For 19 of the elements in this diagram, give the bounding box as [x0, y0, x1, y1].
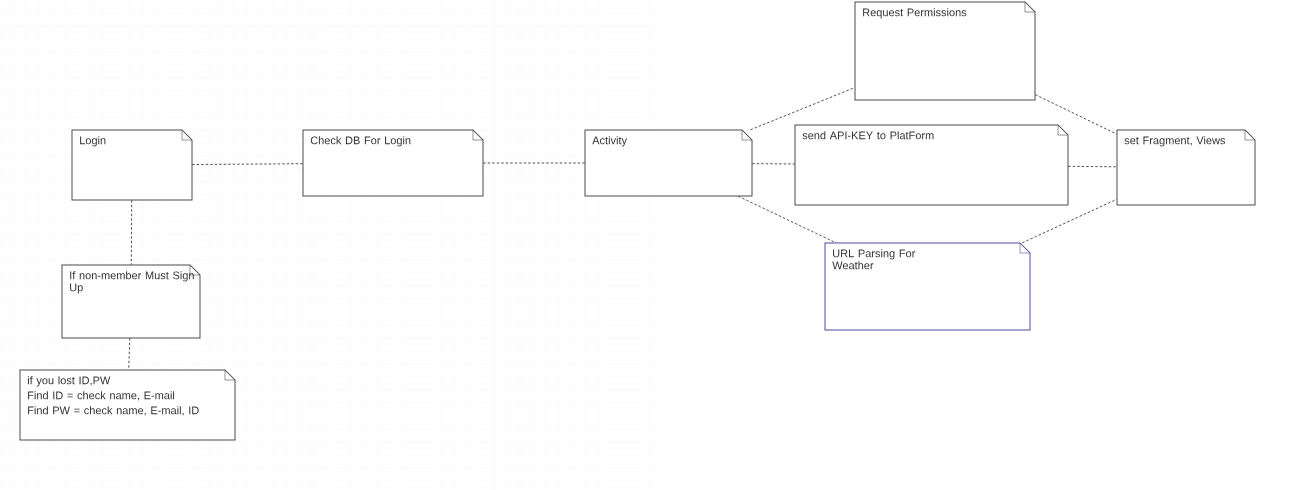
- note-box: If non-member Must Sign Up: [61, 264, 201, 339]
- connector-line: [128, 337, 131, 371]
- note-box: Request Permissions: [854, 1, 1036, 101]
- note-box: Login: [71, 129, 193, 201]
- note-box: Check DB For Login: [302, 129, 484, 197]
- note-box: send API-KEY to PlatForm: [794, 124, 1069, 206]
- connector-line: [1034, 94, 1118, 135]
- connector-line: [482, 162, 586, 164]
- connector-line: [130, 199, 133, 266]
- note-box: URL Parsing For Weather: [824, 242, 1031, 331]
- connector-line: [749, 87, 856, 131]
- note-box: Activity: [584, 129, 753, 197]
- connector-line: [751, 163, 796, 165]
- note-box: set Fragment, Views: [1116, 129, 1256, 206]
- connector-line: [737, 195, 837, 244]
- note-box: if you lost ID,PW Find ID = check name, E-mail Find PW = check name, E-mail, ID: [19, 369, 236, 441]
- connector-line: [191, 163, 304, 165]
- connector-line: [1021, 198, 1118, 244]
- connector-line: [1067, 165, 1118, 168]
